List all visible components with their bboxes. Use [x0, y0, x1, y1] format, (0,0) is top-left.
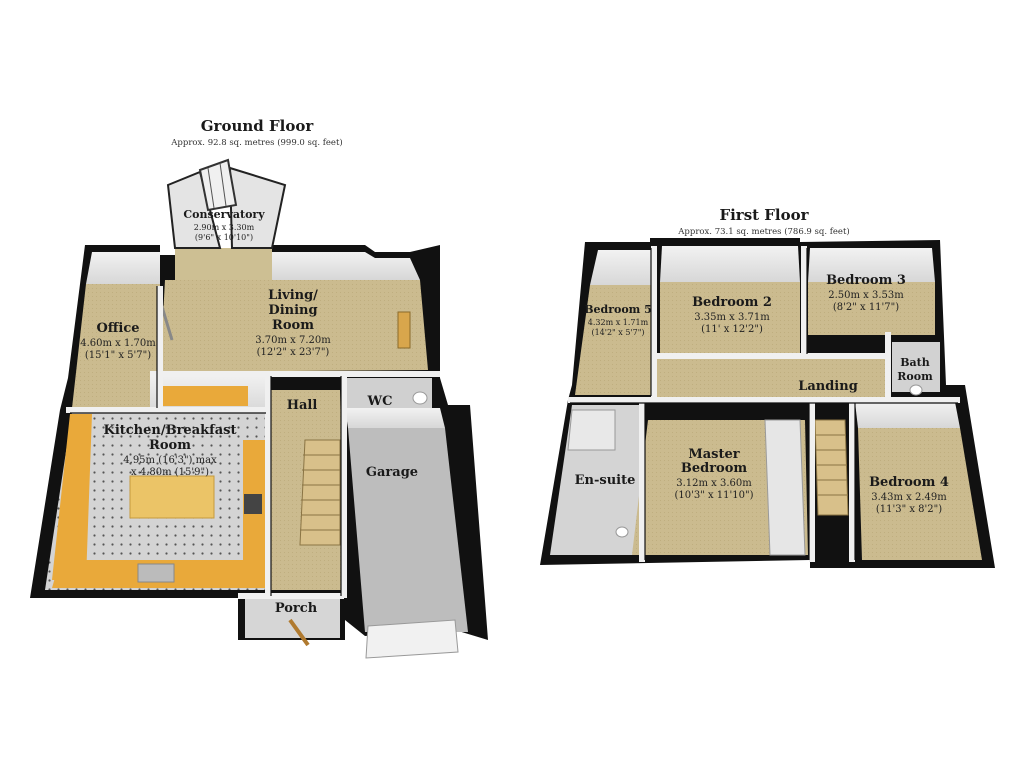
conservatory-floor: [175, 248, 272, 280]
landing-floor: [655, 358, 888, 400]
bedroom-4-dim-imperial: (11'3" x 8'2"): [876, 504, 942, 515]
landing-stairs: [814, 419, 849, 516]
conservatory-name: Conservatory: [183, 208, 265, 221]
bathroom-toilet: [909, 384, 923, 396]
master-bedroom-name-2: Bedroom: [681, 461, 748, 476]
garage-wall: [345, 408, 445, 428]
ensuite-name: En-suite: [575, 473, 636, 488]
bedroom-4-dim-metric: 3.43m x 2.49m: [871, 492, 947, 503]
master-wardrobe: [764, 419, 806, 556]
hall-stairs: [299, 439, 341, 546]
bedroom-2-dim-imperial: (11' x 12'2"): [701, 324, 763, 335]
garage-name: Garage: [366, 465, 418, 480]
ground-floor-area: Approx. 92.8 sq. metres (999.0 sq. feet): [170, 137, 342, 148]
office-floor: [72, 284, 160, 408]
office-dim-imperial: (15'1" x 5'7"): [85, 350, 151, 361]
living-room-floor: [160, 280, 428, 372]
ground-floor-plan: [30, 158, 488, 659]
bedroom-4-name: Bedroom 4: [869, 475, 949, 490]
kitchen-worktop-top: [160, 386, 248, 406]
living-room-dim-imperial: (12'2" x 23'7"): [257, 347, 330, 358]
office-name: Office: [96, 321, 139, 336]
living-room-name-2: Dining: [268, 303, 317, 318]
master-bedroom-dim-metric: 3.12m x 3.60m: [676, 478, 752, 489]
porch-name: Porch: [275, 601, 318, 616]
kitchen-island: [129, 475, 215, 519]
bedroom-2-floor: [660, 282, 800, 355]
bathroom-name-1: Bath: [900, 356, 930, 369]
bedroom-2-name: Bedroom 2: [692, 295, 772, 310]
living-room-name-3: Room: [272, 318, 314, 333]
wc-toilet: [412, 391, 428, 405]
landing-name: Landing: [798, 379, 858, 394]
hall-name: Hall: [287, 398, 318, 413]
porch-floor: [245, 595, 340, 638]
kitchen-sink: [137, 563, 175, 583]
bedroom-5-wall: [590, 250, 652, 285]
conservatory-dim-metric: 2.90m x 3.30m: [194, 223, 255, 232]
bathroom-name-2: Room: [897, 370, 933, 383]
bedroom-5-dim-metric: 4.32m x 1.71m: [588, 318, 649, 327]
bedroom-2-dim-metric: 3.35m x 3.71m: [694, 312, 770, 323]
kitchen-hob: [244, 494, 262, 514]
bedroom-3-name: Bedroom 3: [826, 273, 906, 288]
bedroom-3-wall: [808, 248, 935, 282]
bedroom-3-floor: [808, 282, 935, 335]
bedroom-4-wall: [855, 402, 960, 428]
bedroom-2-wall: [660, 246, 800, 282]
tv-unit: [397, 311, 411, 349]
kitchen-name-1: Kitchen/Breakfast: [104, 423, 237, 438]
master-bedroom-floor: [632, 420, 808, 555]
wc-name: WC: [367, 394, 393, 409]
ensuite-toilet: [615, 526, 629, 538]
bedroom-4-floor: [858, 428, 982, 560]
living-room-dim-metric: 3.70m x 7.20m: [255, 335, 331, 346]
office-wall: [86, 252, 160, 284]
master-bedroom-name-1: Master: [688, 447, 739, 462]
office-dim-metric: 4.60m x 1.70m: [80, 338, 156, 349]
ground-floor-title: Ground Floor: [201, 117, 315, 135]
bathroom-floor: [892, 342, 940, 392]
master-bedroom-dim-imperial: (10'3" x 11'10"): [674, 490, 753, 501]
living-room-name-1: Living/: [268, 288, 318, 303]
living-room-wall: [272, 252, 420, 280]
kitchen-name-2: Room: [149, 438, 191, 453]
bedroom-5-dim-imperial: (14'2" x 5'7"): [591, 328, 644, 337]
bedroom-3-dim-imperial: (8'2" x 11'7"): [833, 302, 899, 313]
wc-floor: [345, 378, 432, 408]
first-floor-plan: [540, 238, 995, 568]
garage-door: [365, 619, 459, 659]
bedroom-5-floor: [575, 285, 652, 395]
porch-door: [288, 618, 310, 647]
bedroom-5-name: Bedroom 5: [584, 303, 652, 316]
kitchen-dim-metric: 4.95m (16'3") max: [123, 455, 217, 466]
conservatory-dim-imperial: (9'6" x 10'10"): [195, 233, 253, 242]
first-floor-title: First Floor: [719, 206, 809, 224]
garage-floor: [348, 428, 468, 632]
ensuite-shower: [567, 409, 616, 451]
kitchen-dim-imperial: x 4.80m (15'9"): [131, 467, 209, 478]
kitchen-worktop-left: [52, 414, 92, 580]
bedroom-3-dim-metric: 2.50m x 3.53m: [828, 290, 904, 301]
conservatory-roof-right: [228, 166, 287, 249]
first-floor-area: Approx. 73.1 sq. metres (786.9 sq. feet): [677, 226, 849, 237]
conservatory-roof-left: [166, 170, 222, 249]
